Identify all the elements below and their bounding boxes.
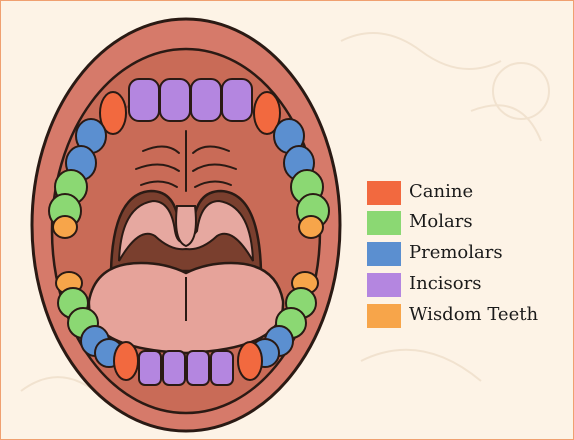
lower-canine — [114, 342, 138, 380]
legend-swatch — [367, 242, 401, 266]
lower-canine — [238, 342, 262, 380]
legend-label: Premolars — [409, 240, 503, 266]
upper-wisdom-tooth — [53, 216, 77, 238]
legend-swatch — [367, 211, 401, 235]
legend-swatch — [367, 304, 401, 328]
uvula — [176, 206, 196, 246]
legend-item-premolars: Premolars — [367, 240, 567, 268]
lower-incisor — [163, 351, 185, 385]
legend-label: Molars — [409, 209, 473, 235]
lower-incisor — [211, 351, 233, 385]
legend-item-canine: Canine — [367, 179, 567, 207]
upper-incisor — [160, 79, 190, 121]
legend-swatch — [367, 181, 401, 205]
upper-incisor — [222, 79, 252, 121]
legend-label: Canine — [409, 179, 473, 205]
legend-item-incisors: Incisors — [367, 271, 567, 299]
legend-item-molars: Molars — [367, 209, 567, 237]
legend-label: Wisdom Teeth — [409, 302, 538, 328]
upper-incisor — [129, 79, 159, 121]
legend-item-wisdom-teeth: Wisdom Teeth — [367, 302, 567, 330]
lower-incisor — [187, 351, 209, 385]
legend-label: Incisors — [409, 271, 481, 297]
upper-wisdom-tooth — [299, 216, 323, 238]
upper-incisor — [191, 79, 221, 121]
lower-incisor — [139, 351, 161, 385]
legend-swatch — [367, 273, 401, 297]
